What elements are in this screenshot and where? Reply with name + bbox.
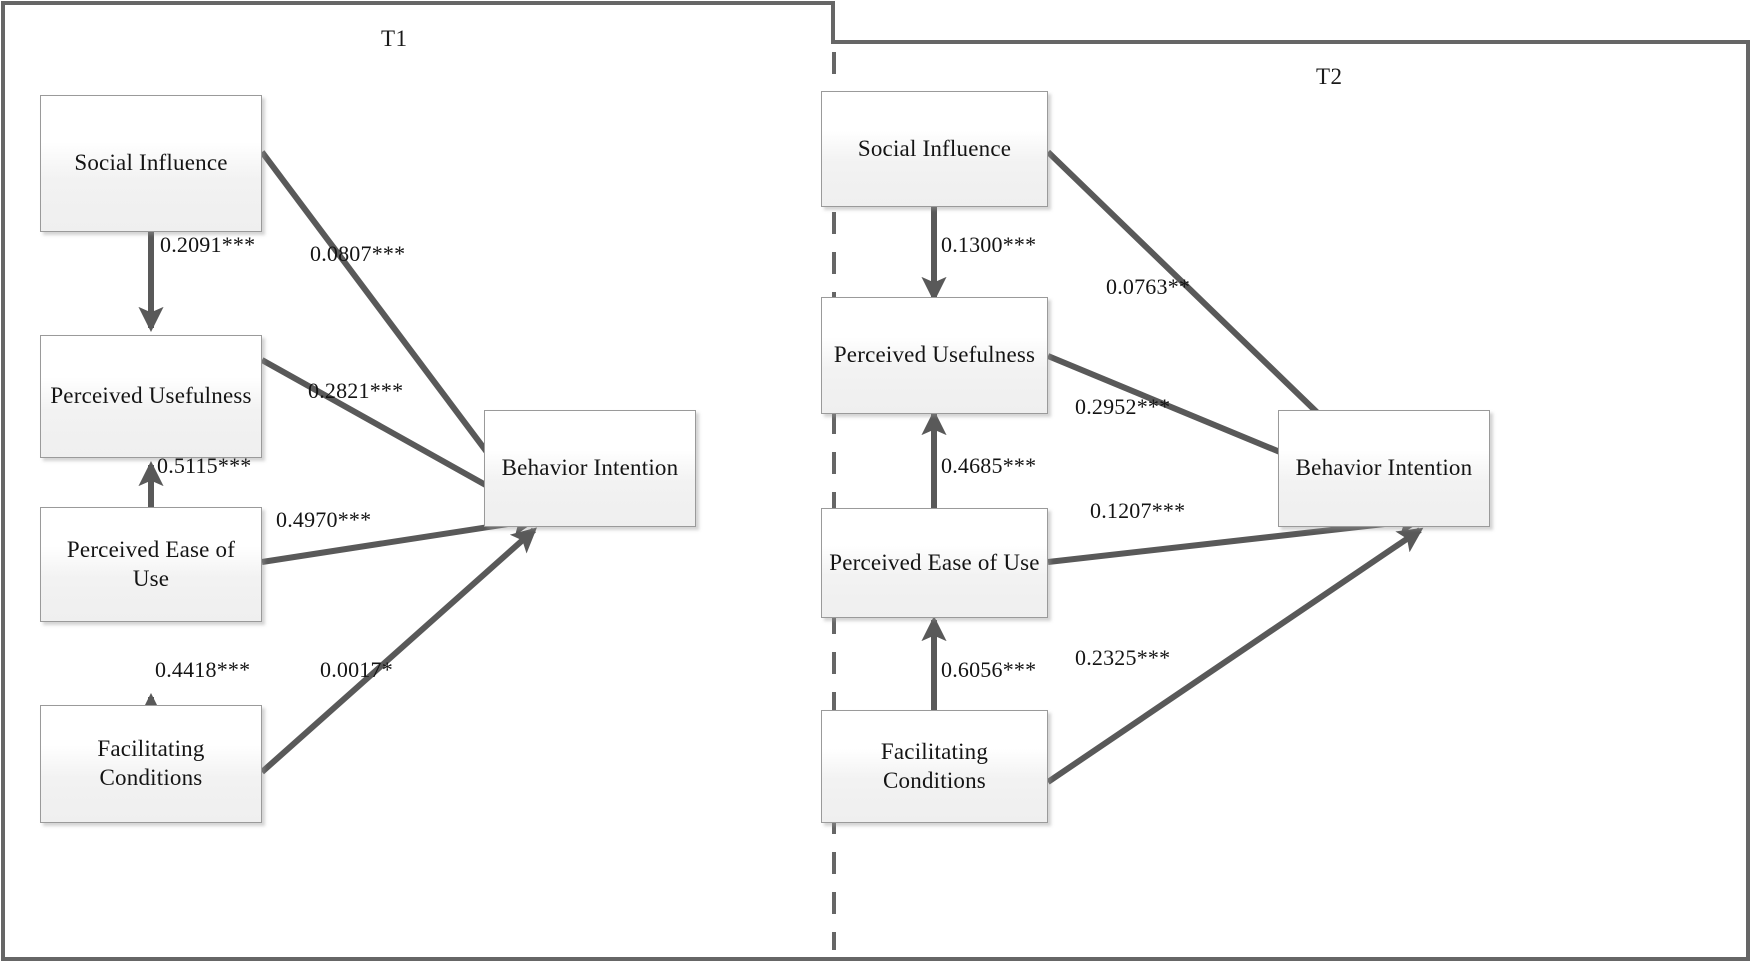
t2-node-perceived-usefulness-label: Perceived Usefulness <box>833 342 1036 368</box>
t2-node-perceived-ease-of-use[interactable]: Perceived Ease of Use <box>821 508 1048 618</box>
t1-node-behavior-intention-label: Behavior Intention <box>501 455 679 481</box>
t1-node-facilitating-conditions-label-line1: Facilitating <box>97 736 205 762</box>
t2-node-facilitating-conditions-label-line2: Conditions <box>883 767 986 793</box>
t1-edge-label-pu-bi: 0.2821*** <box>308 378 404 403</box>
t1-edge-label-fc-peou: 0.4418*** <box>155 657 251 682</box>
t2-edge-label-pu-bi: 0.2952*** <box>1075 394 1171 419</box>
t1-node-perceived-usefulness-label: Perceived Usefulness <box>50 383 252 409</box>
t2-node-social-influence[interactable]: Social Influence <box>821 91 1048 207</box>
t1-edge-label-si-bi: 0.0807*** <box>310 241 406 266</box>
t2-edge-label-peou-bi: 0.1207*** <box>1090 498 1186 523</box>
panel-title-t2: T2 <box>1316 64 1343 89</box>
t2-node-facilitating-conditions[interactable]: Facilitating Conditions <box>821 710 1048 823</box>
t1-edge-label-peou-bi: 0.4970*** <box>276 507 372 532</box>
t1-edge-label-si-pu: 0.2091*** <box>160 232 256 257</box>
t2-node-perceived-usefulness[interactable]: Perceived Usefulness <box>821 297 1048 414</box>
t2-node-behavior-intention[interactable]: Behavior Intention <box>1278 410 1490 527</box>
t1-node-facilitating-conditions-label-line2: Conditions <box>99 765 203 790</box>
t1-node-social-influence-label: Social Influence <box>74 150 228 176</box>
t1-node-behavior-intention[interactable]: Behavior Intention <box>484 410 696 527</box>
t2-edge-label-fc-bi: 0.2325*** <box>1075 645 1171 670</box>
t2-edge-label-fc-peou: 0.6056*** <box>941 657 1037 682</box>
t2-edge-label-peou-pu: 0.4685*** <box>941 453 1037 478</box>
panel-title-t1: T1 <box>381 26 408 51</box>
t1-edge-label-peou-pu: 0.5115*** <box>157 453 252 478</box>
t2-node-facilitating-conditions-label-line1: Facilitating <box>880 738 989 764</box>
t2-edge-label-si-pu: 0.1300*** <box>941 232 1037 257</box>
t1-node-social-influence[interactable]: Social Influence <box>40 95 262 232</box>
t2-node-social-influence-label: Social Influence <box>857 135 1012 161</box>
t1-node-facilitating-conditions[interactable]: Facilitating Conditions <box>40 705 262 823</box>
arrow-t1-fc-to-bi <box>260 527 538 775</box>
t2-node-behavior-intention-label: Behavior Intention <box>1295 455 1473 481</box>
t1-node-perceived-usefulness[interactable]: Perceived Usefulness <box>40 335 262 458</box>
t1-node-perceived-ease-of-use-label: Perceived Ease of Use <box>66 536 236 591</box>
t2-node-perceived-ease-of-use-label: Perceived Ease of Use <box>829 549 1040 575</box>
t1-node-perceived-ease-of-use[interactable]: Perceived Ease of Use <box>40 507 262 622</box>
t2-edge-label-si-bi: 0.0763** <box>1106 274 1191 299</box>
t1-edge-label-fc-bi: 0.0017* <box>320 657 393 682</box>
